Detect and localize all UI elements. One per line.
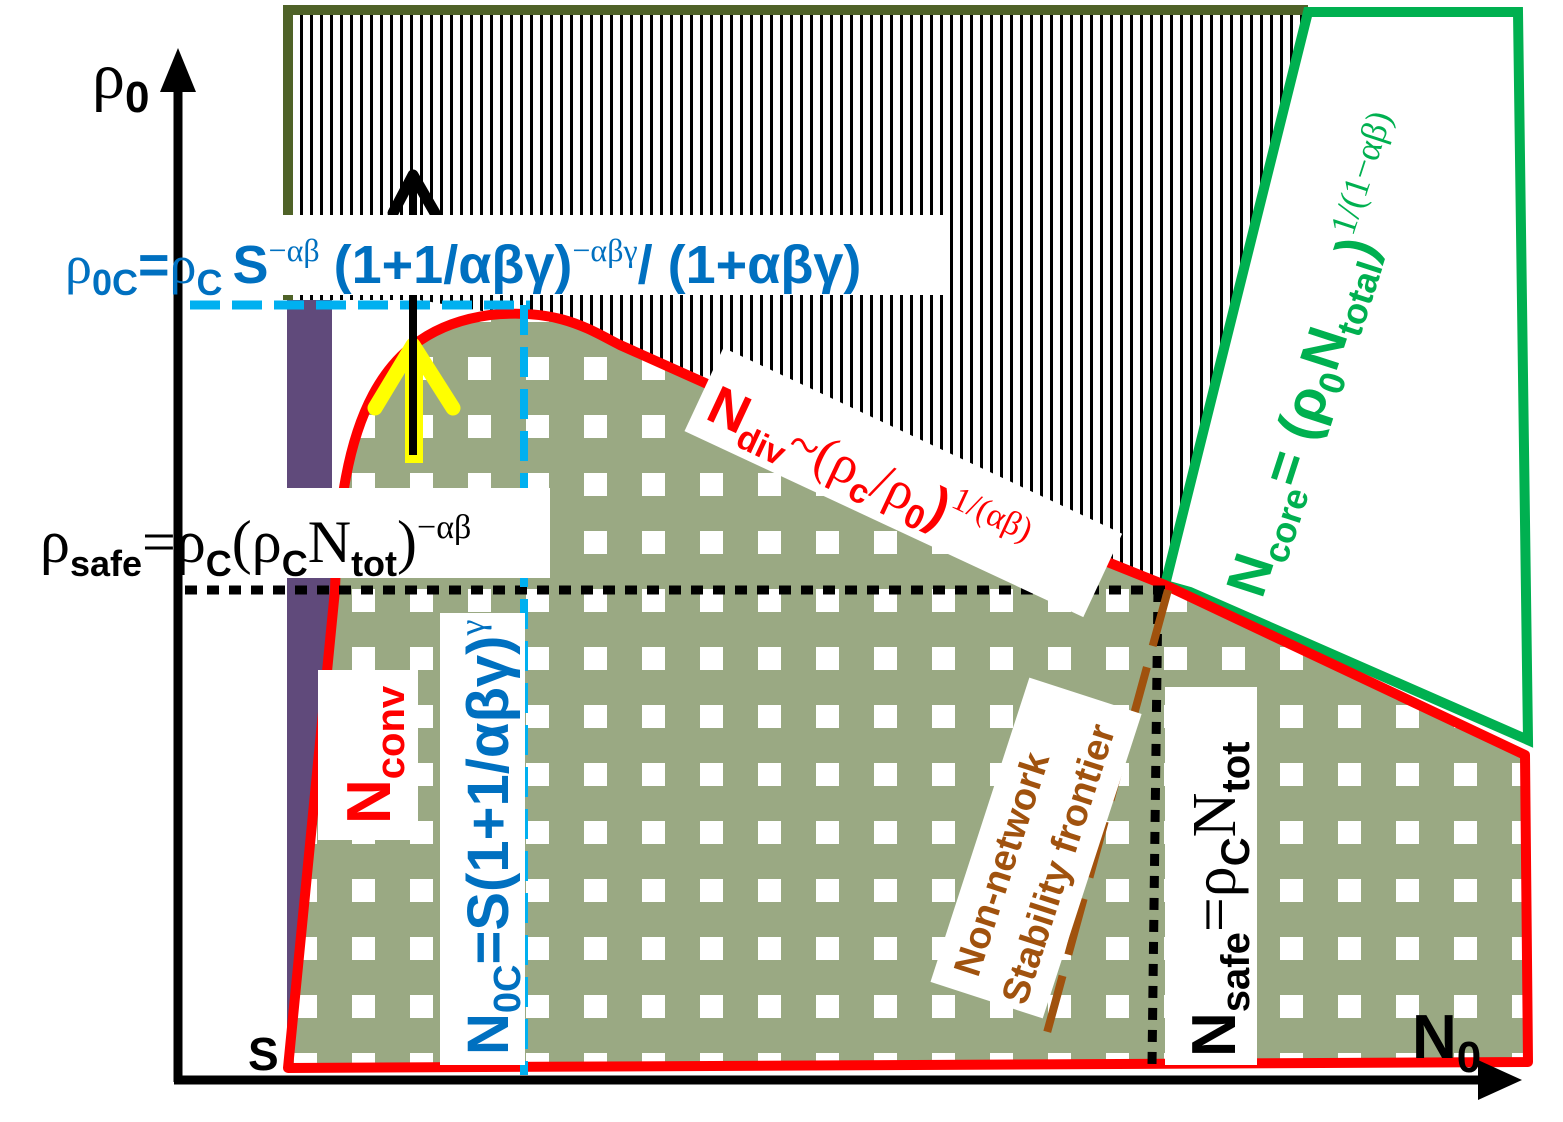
- frontier-label-bg: [930, 677, 1142, 1019]
- rho-safe-label-bg: [185, 488, 550, 578]
- x-axis-arrowhead: [1478, 1060, 1522, 1100]
- svg-text:Nsafe=ρCNtot: Nsafe=ρCNtot: [1180, 742, 1258, 1058]
- origin-label: S: [248, 1028, 279, 1080]
- axes: [160, 48, 1522, 1100]
- y-axis-label: ρ0: [92, 40, 149, 122]
- svg-text:N0C=S(1+1/αβγ)γ: N0C=S(1+1/αβγ)γ: [452, 620, 529, 1055]
- n-safe-label: Nsafe=ρCNtot: [1165, 687, 1258, 1065]
- olive-frame: [283, 5, 1308, 300]
- n-core-region: [1158, 6, 1534, 748]
- n-0c-label-bg: [440, 613, 525, 1065]
- svg-text:Nconv: Nconv: [335, 685, 413, 824]
- n-conv-label-bg: [318, 670, 418, 840]
- n-0c-label: N0C=S(1+1/αβγ)γ: [440, 613, 529, 1065]
- x-axis-label: N0: [1412, 1003, 1481, 1082]
- rho-0c-label-bg: [185, 215, 945, 295]
- rho-safe-label: ρsafe=ρC(ρCNtot)−αβ: [40, 509, 471, 584]
- y-axis-arrowhead: [160, 48, 196, 92]
- n-div-label-bg: [684, 347, 1123, 618]
- n-safe-label-bg: [1165, 687, 1257, 1065]
- n-conv-label: Nconv: [318, 670, 418, 840]
